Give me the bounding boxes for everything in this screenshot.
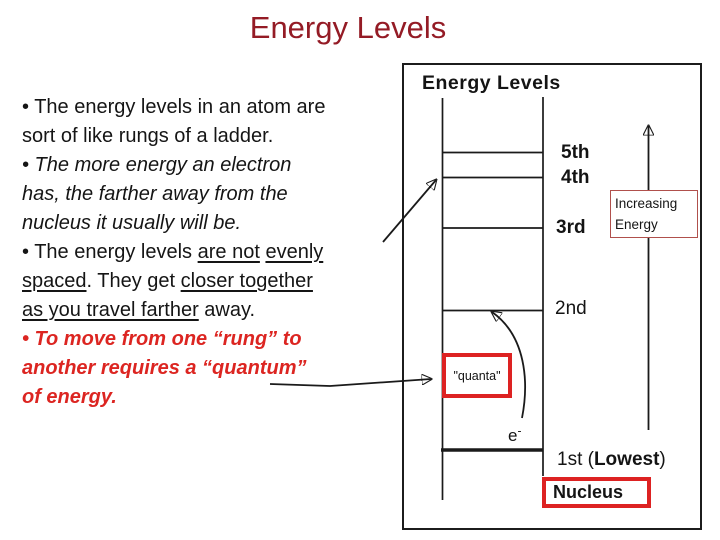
bullet-line-7: spaced. They get closer together <box>22 267 422 296</box>
text-segment: • The more energy an electron <box>22 154 292 176</box>
increasing-energy-box: Increasing Energy <box>610 190 698 238</box>
diagram-title: Energy Levels <box>422 72 561 94</box>
text-segment: away. <box>198 299 256 321</box>
increasing-energy-line2: Energy <box>615 217 658 232</box>
bullet-line-9: • To move from one “rung” to <box>22 325 422 354</box>
level-label-5th: 5th <box>561 142 590 163</box>
quanta-label: "quanta" <box>453 368 501 383</box>
bullet-line-1: • The energy levels in an atom are <box>22 93 422 122</box>
electron-label: e- <box>508 423 522 446</box>
text-segment: . They get <box>86 270 181 292</box>
underlined-text: as you travel farther <box>22 299 199 321</box>
energy-diagram-frame <box>402 63 702 530</box>
bullet-line-5: nucleus it usually will be. <box>22 209 422 238</box>
bullet-line-4: has, the farther away from the <box>22 180 422 209</box>
text-segment: • To move from one “rung” to <box>22 328 302 350</box>
bullet-line-3: • The more energy an electron <box>22 151 422 180</box>
underlined-text: spaced <box>22 270 87 292</box>
increasing-energy-line1: Increasing <box>615 196 678 211</box>
text-segment: ) <box>659 449 666 470</box>
level-label-4th: 4th <box>561 167 590 188</box>
level-label-3rd: 3rd <box>556 217 586 238</box>
text-segment: nucleus it usually will be. <box>22 212 241 234</box>
underlined-text: are not <box>197 241 260 263</box>
level-label-1st: 1st (Lowest) <box>557 449 666 471</box>
text-segment: Lowest <box>593 449 660 470</box>
underlined-text: evenly <box>265 241 324 263</box>
electron-charge: - <box>517 423 522 438</box>
text-segment: sort of like rungs of a ladder. <box>22 125 274 147</box>
bullet-line-10: another requires a “quantum” <box>22 354 422 383</box>
nucleus-label: Nucleus <box>553 482 624 502</box>
text-segment: • The energy levels <box>22 241 198 263</box>
bullet-line-6: • The energy levels are not evenly <box>22 238 422 267</box>
bullet-text-block: • The energy levels in an atom are sort … <box>22 93 422 412</box>
underlined-text: closer together <box>180 270 313 292</box>
electron-symbol: e <box>508 426 518 445</box>
slide-title: Energy Levels <box>249 10 447 45</box>
text-segment: has, the farther away from the <box>22 183 288 205</box>
bullet-line-8: as you travel farther away. <box>22 296 422 325</box>
text-segment: 1st ( <box>557 449 594 470</box>
text-segment: of energy. <box>22 386 117 408</box>
bullet-line-2: sort of like rungs of a ladder. <box>22 122 422 151</box>
quanta-box: "quanta" <box>442 353 512 398</box>
text-segment: another requires a “quantum” <box>22 357 307 379</box>
level-label-2nd: 2nd <box>555 298 587 319</box>
bullet-line-11: of energy. <box>22 383 422 412</box>
nucleus-box: Nucleus <box>542 477 651 508</box>
text-segment: • The energy levels in an atom are <box>22 96 326 118</box>
